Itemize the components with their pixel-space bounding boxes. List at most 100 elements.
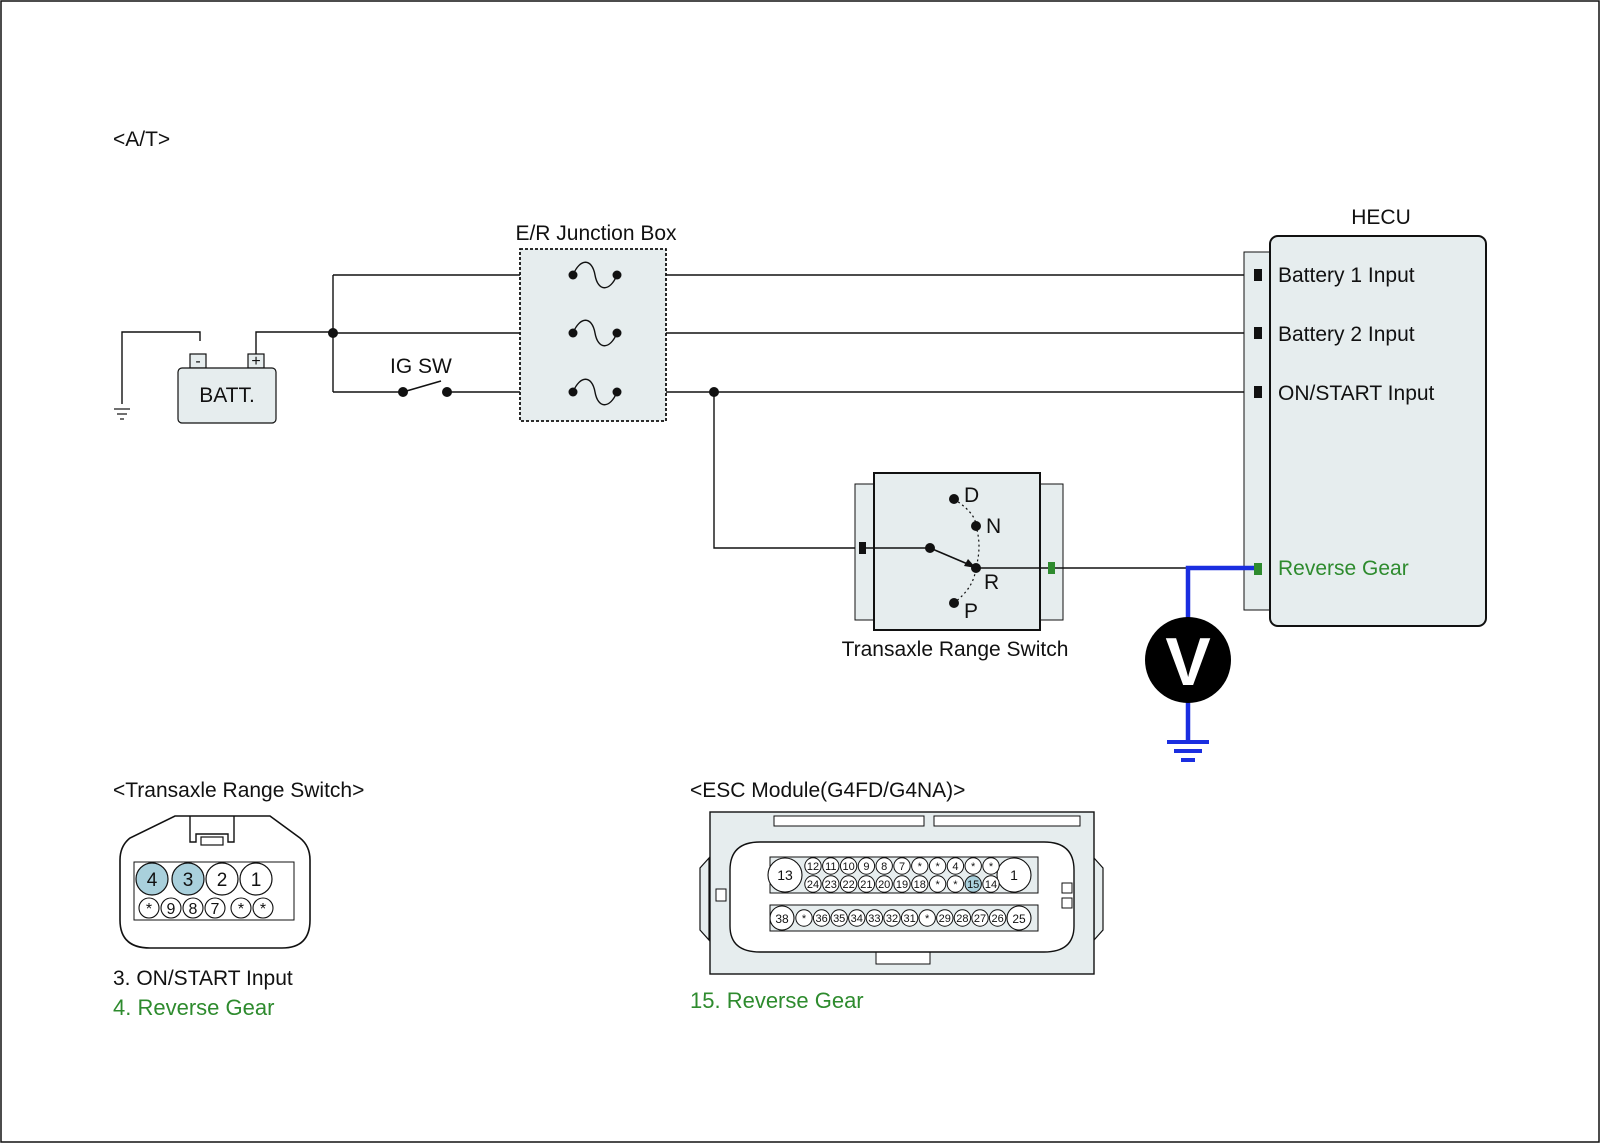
esc-pin: * [935, 861, 940, 873]
esc-pin-hole [822, 857, 840, 875]
esc-pin: 28 [956, 913, 968, 925]
esc-pin: * [935, 879, 940, 891]
esc-pin-hole [911, 875, 929, 893]
esc-pin-hole [865, 909, 884, 927]
esc-pin: 26 [991, 913, 1003, 925]
esc-pin-hole [911, 857, 929, 875]
trs-pin: 9 [167, 901, 176, 918]
hecu: HECU Battery 1 Input Battery 2 Input ON/… [1243, 206, 1487, 627]
esc-pin-hole [839, 857, 858, 875]
connector-trs-bottom-row: * 9 8 7 * * [138, 897, 274, 919]
esc-pin: 34 [851, 913, 863, 925]
esc-pin: * [925, 913, 930, 925]
esc-pin: 32 [886, 913, 898, 925]
connector-esc-note-reverse-gear: 15. Reverse Gear [690, 988, 864, 1013]
hecu-input-battery-1: Battery 1 Input [1278, 264, 1415, 287]
fuse-1 [568, 261, 622, 289]
esc-pin: 33 [868, 913, 880, 925]
range-position-r: R [984, 571, 999, 594]
esc-pin-hole [804, 875, 822, 893]
esc-pin: 7 [899, 861, 905, 873]
esc-pin-hole [988, 909, 1007, 927]
hecu-input-reverse-gear: Reverse Gear [1278, 557, 1409, 580]
esc-pin: 38 [775, 912, 789, 926]
esc-pin-hole [928, 857, 947, 875]
esc-pin-hole [946, 857, 965, 875]
trs-pin: 1 [251, 870, 262, 891]
trs-pin: 3 [183, 870, 194, 891]
esc-pin: 35 [833, 913, 845, 925]
battery: - + BATT. [114, 331, 333, 424]
esc-pin: 19 [896, 879, 908, 891]
esc-pin-hole [982, 875, 1000, 893]
section-label: <A/T> [113, 128, 170, 151]
esc-pin: 13 [777, 867, 793, 883]
esc-pin: 14 [985, 879, 997, 891]
main-wires [328, 274, 1250, 549]
esc-pin: * [971, 861, 976, 873]
esc-pin-hole [953, 909, 972, 927]
range-position-d: D [964, 484, 979, 507]
esc-pin: 25 [1012, 912, 1026, 926]
battery-neg-terminal: - [195, 353, 200, 370]
esc-pin: 4 [952, 861, 958, 873]
connector-trs-title: <Transaxle Range Switch> [113, 779, 364, 802]
esc-pin-hole [964, 857, 982, 875]
trs-pin: * [146, 901, 152, 918]
esc-pin: * [989, 861, 994, 873]
connector-esc-title: <ESC Module(G4FD/G4NA)> [690, 779, 965, 802]
esc-pin: 1 [1010, 867, 1018, 883]
esc-pin: 27 [974, 913, 986, 925]
esc-pin-hole [848, 909, 866, 927]
hecu-title: HECU [1351, 206, 1411, 229]
ground-symbol [114, 408, 130, 420]
esc-pin-hole [875, 875, 893, 893]
esc-pin: 9 [863, 861, 869, 873]
esc-pin: 18 [914, 879, 926, 891]
connector-trs-note-on-start: 3. ON/START Input [113, 967, 293, 990]
hecu-input-battery-2: Battery 2 Input [1278, 323, 1415, 346]
esc-pin: * [953, 879, 958, 891]
esc-pin-hole [804, 857, 822, 875]
trs-pin: 4 [147, 870, 158, 891]
esc-pin: * [918, 861, 923, 873]
esc-pin: 20 [878, 879, 890, 891]
esc-pin: 11 [825, 861, 836, 873]
connector-trs: <Transaxle Range Switch> 4 3 2 1 * 9 8 7 [113, 779, 364, 1020]
esc-pin-hole [857, 875, 876, 893]
esc-pin: 22 [842, 879, 854, 891]
connector-trs-note-reverse-gear: 4. Reverse Gear [113, 995, 274, 1020]
range-position-p: P [964, 600, 978, 623]
esc-pin-hole [893, 857, 911, 875]
hecu-input-on-start: ON/START Input [1278, 382, 1435, 405]
esc-pin: 15 [967, 879, 979, 891]
esc-pin-hole [900, 909, 919, 927]
esc-pin: 23 [825, 879, 837, 891]
esc-pin: 36 [815, 913, 827, 925]
trs-pin: 8 [189, 901, 198, 918]
esc-pin-hole [822, 875, 840, 893]
esc-pin-hole [857, 857, 876, 875]
esc-pin: 10 [842, 861, 854, 873]
esc-pin-hole [795, 909, 813, 927]
trs-pin: 2 [217, 870, 228, 891]
esc-pin-hole [971, 909, 989, 927]
esc-pin-hole [883, 909, 901, 927]
esc-pin-hole [839, 875, 858, 893]
esc-pin-hole [928, 875, 947, 893]
range-switch-label: Transaxle Range Switch [842, 638, 1069, 661]
fuse-3 [568, 378, 622, 406]
esc-pin-hole [893, 875, 911, 893]
voltmeter-icon: V [1165, 624, 1210, 700]
esc-pin: 21 [860, 879, 872, 891]
esc-pin-hole [918, 909, 936, 927]
trs-pin: * [260, 901, 266, 918]
esc-pin-hole [936, 909, 954, 927]
esc-pin-hole [875, 857, 893, 875]
connector-trs-top-row: 4 3 2 1 [135, 862, 273, 896]
esc-pin-hole [830, 909, 848, 927]
